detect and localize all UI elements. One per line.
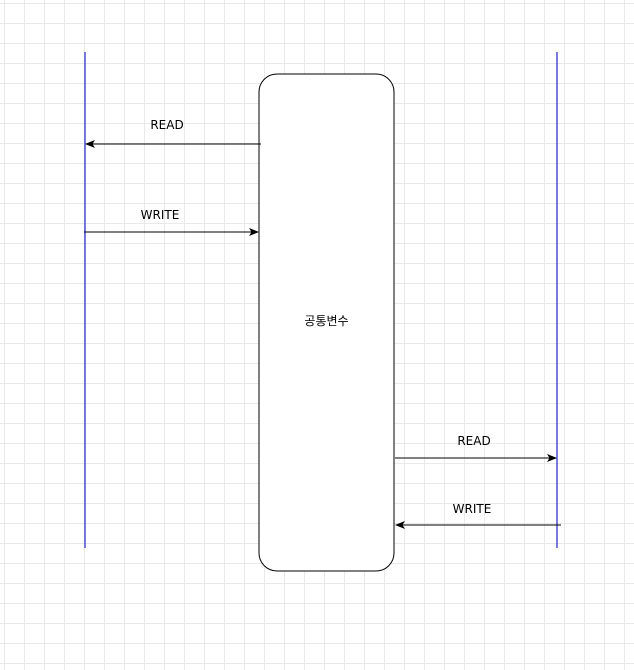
left-read-label: READ [150, 118, 183, 132]
right-write-label: WRITE [453, 502, 492, 516]
shared-variable-box[interactable] [258, 73, 395, 572]
shared-variable-label: 공통변수 [304, 314, 348, 328]
right-read-label: READ [457, 434, 490, 448]
left-write-label: WRITE [141, 208, 180, 222]
